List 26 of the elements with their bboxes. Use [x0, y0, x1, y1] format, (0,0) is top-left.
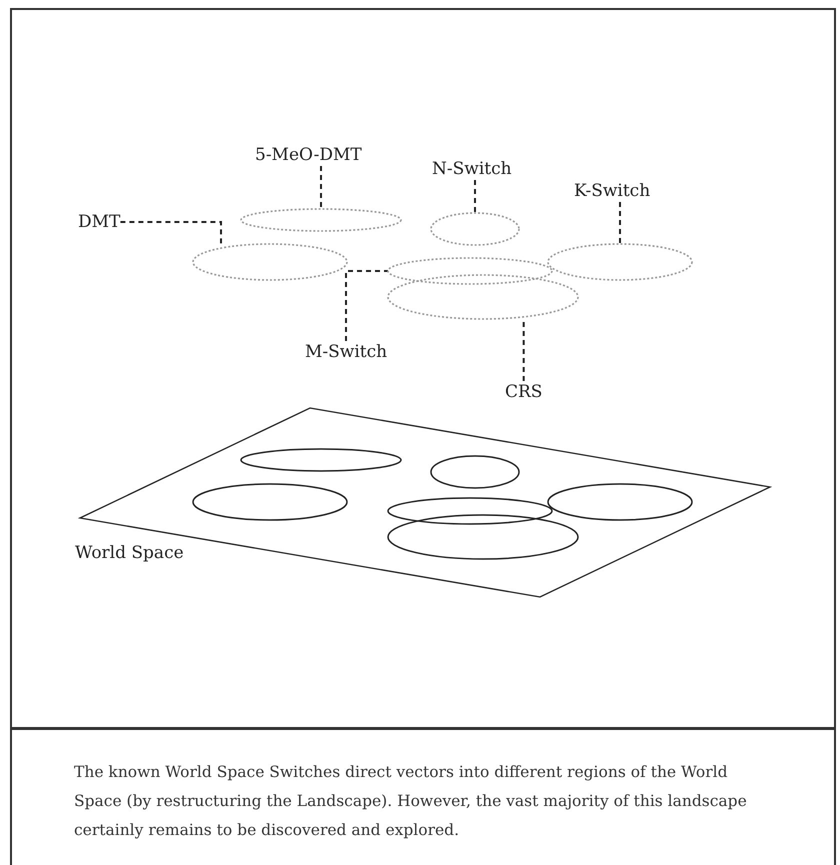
leader-line — [522, 319, 525, 381]
leader-line — [320, 166, 322, 209]
leader-line — [345, 270, 388, 341]
region-outline — [429, 454, 521, 490]
dashed-region-outline — [386, 256, 554, 286]
region-label: 5-MeO-DMT — [255, 144, 362, 166]
region-label: CRS — [505, 381, 542, 403]
region-label: K-Switch — [574, 180, 650, 202]
leader-line — [474, 180, 476, 213]
region-outline — [386, 513, 580, 561]
leader-line — [619, 202, 621, 244]
region-label: M-Switch — [305, 341, 388, 363]
region-label: N-Switch — [432, 158, 512, 180]
region-outline — [239, 447, 403, 473]
dashed-region-outline — [386, 273, 580, 321]
dashed-region-outline — [191, 242, 349, 282]
plane-label: World Space — [75, 542, 184, 564]
region-outline — [546, 482, 694, 522]
dashed-region-outline — [429, 211, 521, 247]
leader-line — [120, 221, 222, 244]
dashed-region-outline — [546, 242, 694, 282]
region-label: DMT — [78, 211, 120, 233]
caption: The known World Space Switches direct vectors into different regions of the World Space (by restructuring the Landscape). However, the vast majority of this landscape certainly remains to be discovered and explored. — [74, 762, 748, 841]
dashed-region-outline — [239, 207, 403, 233]
region-outline — [386, 496, 554, 526]
region-outline — [191, 482, 349, 522]
